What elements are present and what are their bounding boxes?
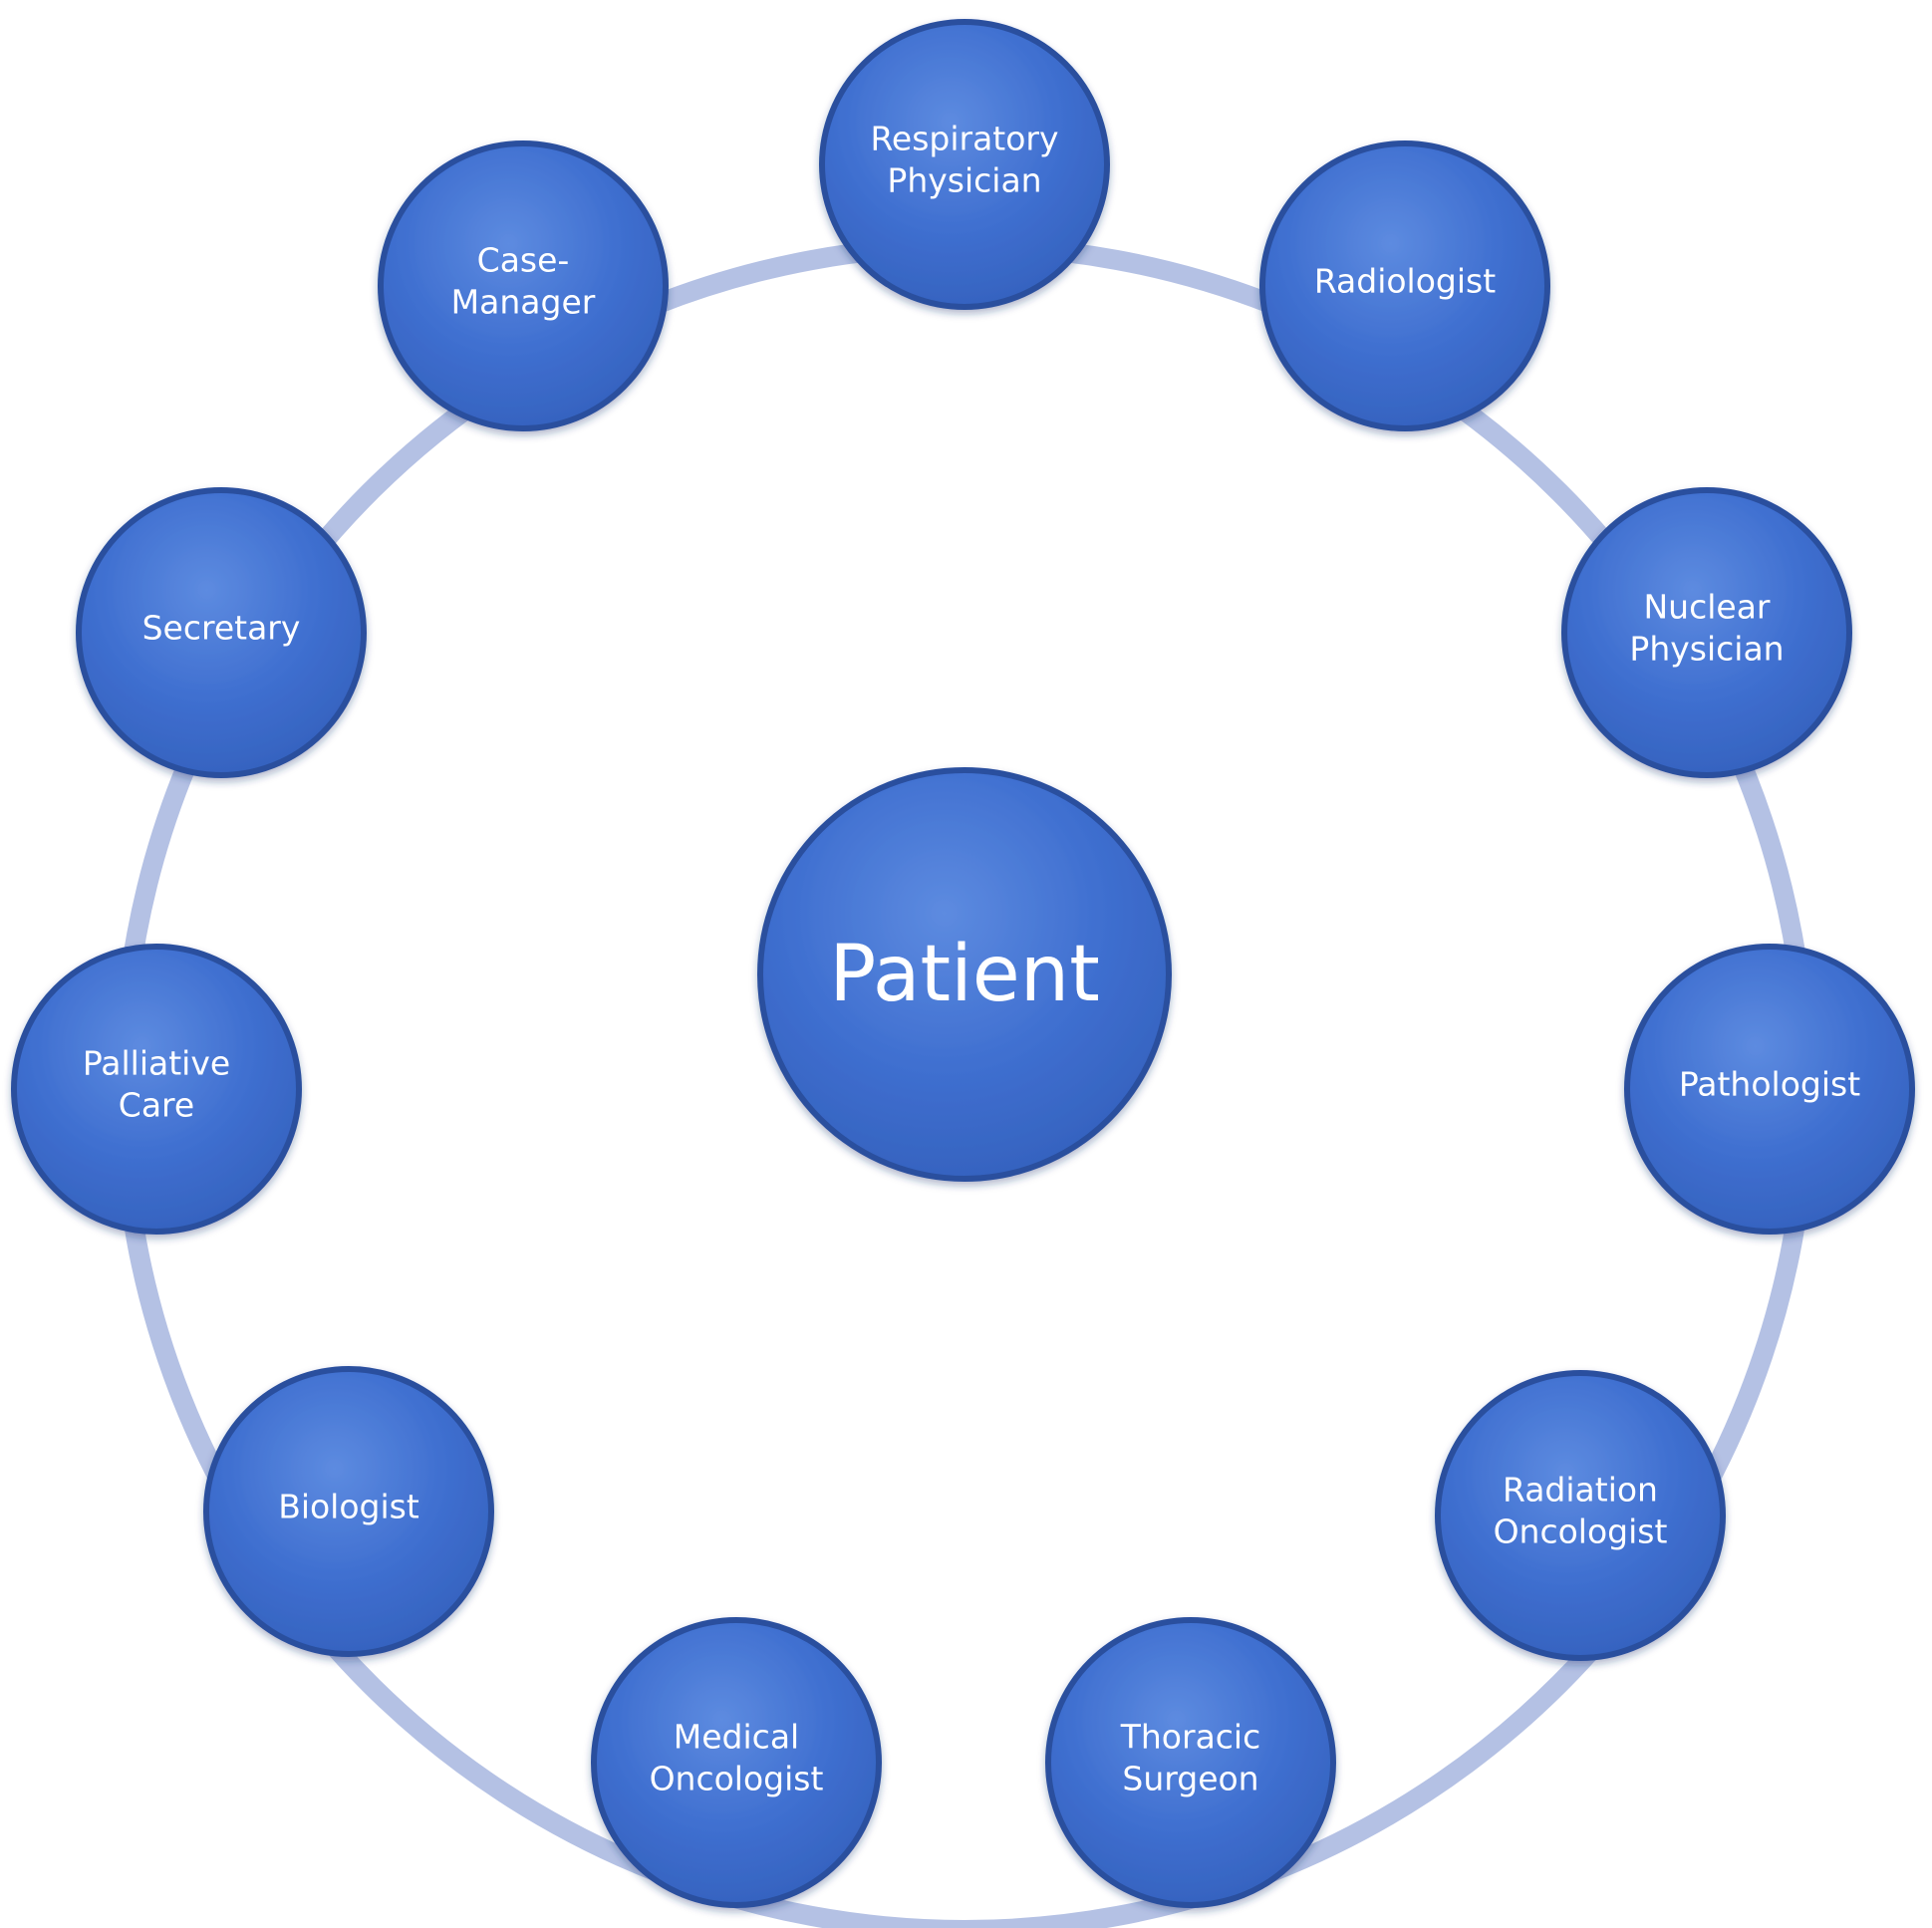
node-label: Palliative [83, 1044, 230, 1083]
node-label: Radiation [1503, 1471, 1658, 1510]
node-label: Physician [1629, 630, 1784, 669]
node-circle [1045, 1617, 1336, 1908]
node-label: Oncologist [650, 1760, 824, 1798]
node-biologist: Biologist [203, 1366, 494, 1657]
center-circle [757, 767, 1172, 1182]
node-circle [819, 19, 1110, 310]
node-circle [378, 140, 669, 431]
node-label: Medical [674, 1718, 799, 1757]
node-label: Thoracic [1120, 1718, 1261, 1757]
role-nodes: RespiratoryPhysicianRadiologistNuclearPh… [11, 19, 1915, 1908]
node-label: Oncologist [1494, 1513, 1668, 1551]
center-label: Patient [829, 930, 1100, 1019]
node-pathologist: Pathologist [1624, 944, 1915, 1235]
node-label: Secretary [142, 609, 301, 648]
node-circle [11, 944, 302, 1235]
node-case-manager: Case-Manager [378, 140, 669, 431]
node-label: Pathologist [1679, 1065, 1860, 1104]
node-circle [76, 487, 367, 778]
node-label: Biologist [278, 1488, 419, 1526]
node-label: Physician [887, 161, 1041, 200]
node-label: Respiratory [870, 120, 1058, 158]
node-label: Radiologist [1314, 262, 1496, 301]
node-secretary: Secretary [76, 487, 367, 778]
node-label: Nuclear [1643, 588, 1770, 627]
node-circle [591, 1617, 882, 1908]
node-circle [203, 1366, 494, 1657]
node-circle [1624, 944, 1915, 1235]
node-label: Manager [451, 283, 596, 322]
node-label: Surgeon [1122, 1760, 1258, 1798]
node-circle [1259, 140, 1550, 431]
node-radiologist: Radiologist [1259, 140, 1550, 431]
node-label: Care [119, 1086, 194, 1125]
node-circle [1435, 1370, 1726, 1661]
node-label: Case- [477, 241, 570, 280]
center-node: Patient [757, 767, 1172, 1182]
node-circle [1561, 487, 1852, 778]
